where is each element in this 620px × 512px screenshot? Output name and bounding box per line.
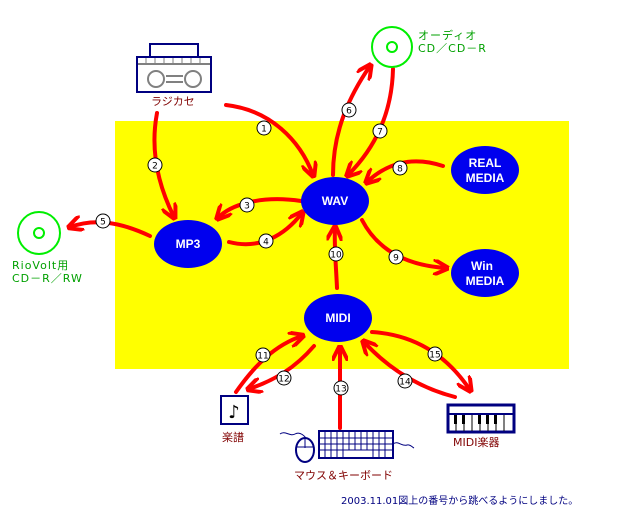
edge-number-label: 2	[152, 162, 158, 172]
node-mp3-label: MP3	[176, 237, 201, 251]
node-win-media-line2: MEDIA	[466, 274, 505, 288]
keyboard-mouse-icon[interactable]	[279, 430, 415, 463]
node-midi[interactable]: MIDI	[304, 294, 372, 342]
edge-number-label: 9	[393, 254, 399, 264]
node-wav-label: WAV	[322, 194, 348, 208]
radio-cassette-label[interactable]: ラジカセ	[151, 95, 195, 108]
footer-note: 2003.11.01図上の番号から跳べるようにしました。	[341, 496, 579, 507]
edge-number-6[interactable]: 6	[341, 102, 357, 118]
edge-number-15[interactable]: 15	[427, 346, 443, 362]
edge-number-1[interactable]: 1	[256, 120, 272, 136]
edge-number-label: 1	[261, 125, 267, 135]
edge-number-label: 15	[429, 351, 440, 361]
edge-number-label: 14	[399, 378, 411, 388]
edge-number-label: 12	[278, 375, 289, 385]
edge-number-5[interactable]: 5	[95, 213, 111, 229]
audio-cd-label-line1[interactable]: オーディオ	[418, 29, 478, 42]
audio-cd-label-line2[interactable]: CD／CD－R	[418, 42, 487, 55]
edge-number-label: 8	[397, 165, 403, 175]
node-win-media[interactable]: Win MEDIA	[451, 249, 519, 297]
node-real-media-line2: MEDIA	[466, 171, 505, 185]
piano-keyboard-icon[interactable]	[446, 403, 516, 434]
edge-number-label: 6	[346, 107, 352, 117]
edge-number-4[interactable]: 4	[258, 233, 274, 249]
edge-number-label: 5	[100, 218, 106, 228]
edge-number-11[interactable]: 11	[255, 347, 271, 363]
edge-number-label: 13	[335, 385, 346, 395]
edge-number-13[interactable]: 13	[333, 380, 349, 396]
riovolt-cd-label-line1[interactable]: RioVolt用	[12, 259, 70, 272]
riovolt-cd-label-line2[interactable]: CD－R／RW	[12, 272, 83, 285]
svg-text:♪: ♪	[228, 402, 240, 423]
sheet-music-label[interactable]: 楽譜	[222, 431, 244, 444]
edge-number-12[interactable]: 12	[276, 370, 292, 386]
edge-number-7[interactable]: 7	[372, 123, 388, 139]
edge-number-label: 3	[244, 202, 250, 212]
node-real-media[interactable]: REAL MEDIA	[451, 146, 519, 194]
edge-number-label: 7	[377, 128, 383, 138]
node-midi-label: MIDI	[325, 311, 350, 325]
audio-cd-icon[interactable]	[371, 26, 413, 68]
midi-instrument-label[interactable]: MIDI楽器	[453, 436, 500, 449]
edge-number-label: 10	[330, 251, 342, 261]
edge-number-9[interactable]: 9	[388, 249, 404, 265]
mouse-keyboard-label[interactable]: マウス＆キーボード	[294, 469, 393, 482]
music-note-icon[interactable]: ♪	[220, 395, 249, 425]
edge-number-2[interactable]: 2	[147, 157, 163, 173]
boombox-icon[interactable]	[136, 43, 212, 93]
node-wav[interactable]: WAV	[301, 177, 369, 225]
edge-number-3[interactable]: 3	[239, 197, 255, 213]
node-mp3[interactable]: MP3	[154, 220, 222, 268]
node-win-media-line1: Win	[471, 259, 493, 273]
edge-number-label: 4	[263, 238, 269, 248]
edge-number-14[interactable]: 14	[397, 373, 413, 389]
edge-number-label: 11	[257, 352, 268, 362]
riovolt-cd-icon[interactable]	[17, 211, 61, 255]
node-real-media-line1: REAL	[469, 156, 502, 170]
edge-number-8[interactable]: 8	[392, 160, 408, 176]
arrow-1[interactable]	[224, 103, 313, 175]
edge-number-10[interactable]: 10	[328, 246, 344, 262]
